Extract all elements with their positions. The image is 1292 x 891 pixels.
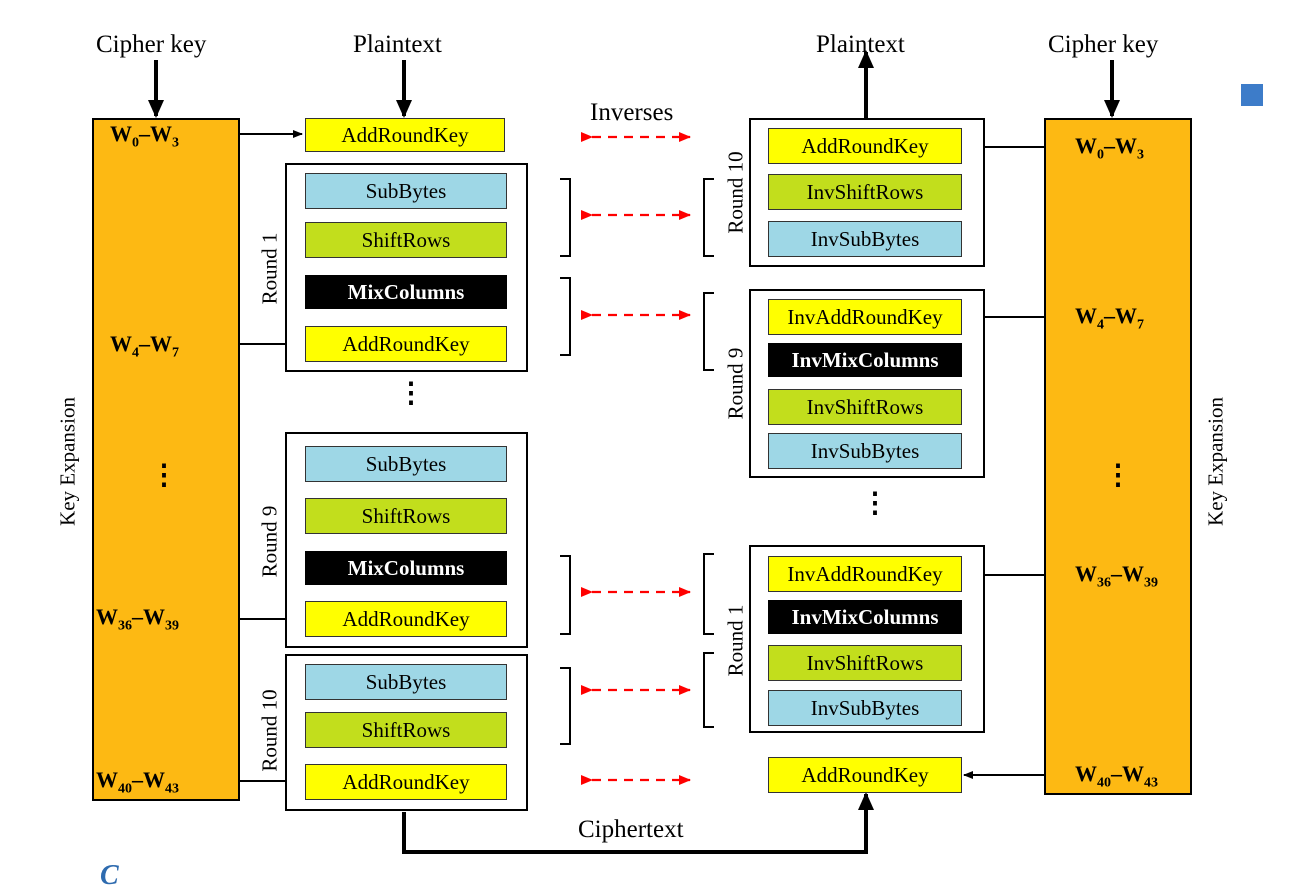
bracket-i2 <box>703 292 714 371</box>
bracket-c1 <box>560 178 571 257</box>
word-label-w0-w3-left: W0–W3 <box>110 121 179 151</box>
cipher-r10-shiftrows: ShiftRows <box>305 712 507 748</box>
plaintext-left-label: Plaintext <box>353 31 442 58</box>
cipher-r10-addroundkey: AddRoundKey <box>305 764 507 800</box>
word-label-w36-w39-left: W36–W39 <box>96 604 179 634</box>
ciphertext-label: Ciphertext <box>578 816 684 843</box>
cipher-r9-addroundkey: AddRoundKey <box>305 601 507 637</box>
cipher-r9-mixcolumns: MixColumns <box>305 551 507 585</box>
word-label-w4-w7-right: W4–W7 <box>1075 303 1144 333</box>
bracket-c4 <box>560 667 571 745</box>
cipher-r9-shiftrows: ShiftRows <box>305 498 507 534</box>
inv-r1-invaddroundkey: InvAddRoundKey <box>768 556 962 592</box>
cipher-r1-subbytes: SubBytes <box>305 173 507 209</box>
initial-addroundkey: AddRoundKey <box>305 118 505 152</box>
inv-r9-invshiftrows: InvShiftRows <box>768 389 962 425</box>
key-right-ellipsis: ⋮ <box>1104 460 1132 491</box>
inv-r10-invsubbytes: InvSubBytes <box>768 221 962 257</box>
word-label-w40-w43-left: W40–W43 <box>96 767 179 797</box>
plaintext-right-label: Plaintext <box>816 31 905 58</box>
word-label-w40-w43-right: W40–W43 <box>1075 761 1158 791</box>
inv-r9-invmixcolumns: InvMixColumns <box>768 343 962 377</box>
word-label-w4-w7-left: W4–W7 <box>110 331 179 361</box>
inv-r1-invshiftrows: InvShiftRows <box>768 645 962 681</box>
bracket-c2 <box>560 277 571 356</box>
bracket-c3 <box>560 555 571 635</box>
key-expansion-left <box>92 118 240 801</box>
inv-final-addroundkey: AddRoundKey <box>768 757 962 793</box>
cipher-r1-shiftrows: ShiftRows <box>305 222 507 258</box>
cipher-round-9-label: Round 9 <box>257 505 282 578</box>
cipher-key-left-label: Cipher key <box>96 31 207 58</box>
inverses-label: Inverses <box>590 99 674 126</box>
inv-r9-invsubbytes: InvSubBytes <box>768 433 962 469</box>
key-expansion-right-label: Key Expansion <box>1203 397 1228 526</box>
key-expansion-right <box>1044 118 1192 795</box>
cipher-r10-subbytes: SubBytes <box>305 664 507 700</box>
inv-r10-invshiftrows: InvShiftRows <box>768 174 962 210</box>
cipher-r9-subbytes: SubBytes <box>305 446 507 482</box>
cipher-r1-mixcolumns: MixColumns <box>305 275 507 309</box>
inverse-round-9-label: Round 9 <box>723 347 748 420</box>
cipher-ellipsis: ⋮ <box>397 378 425 409</box>
ciphertext-path <box>402 792 874 854</box>
bracket-i4 <box>703 652 714 728</box>
inv-r1-invmixcolumns: InvMixColumns <box>768 600 962 634</box>
key-left-ellipsis: ⋮ <box>150 460 178 491</box>
key-expansion-left-label: Key Expansion <box>55 397 80 526</box>
bracket-i3 <box>703 553 714 635</box>
cipher-key-right-label: Cipher key <box>1048 31 1159 58</box>
word-label-w0-w3-right: W0–W3 <box>1075 133 1144 163</box>
bracket-i1 <box>703 178 714 257</box>
cipher-r1-addroundkey: AddRoundKey <box>305 326 507 362</box>
word-label-w36-w39-right: W36–W39 <box>1075 561 1158 591</box>
cipher-round-1-label: Round 1 <box>257 232 282 305</box>
bottom-text-fragment: C <box>100 860 119 891</box>
inv-r1-invsubbytes: InvSubBytes <box>768 690 962 726</box>
inverse-round-1-label: Round 1 <box>723 604 748 677</box>
cipher-round-10-label: Round 10 <box>257 689 282 772</box>
slide-bullet-square <box>1241 84 1263 106</box>
inv-r9-invaddroundkey: InvAddRoundKey <box>768 299 962 335</box>
inv-r10-addroundkey: AddRoundKey <box>768 128 962 164</box>
inverse-round-10-label: Round 10 <box>723 151 748 234</box>
inverse-ellipsis: ⋮ <box>861 488 889 519</box>
